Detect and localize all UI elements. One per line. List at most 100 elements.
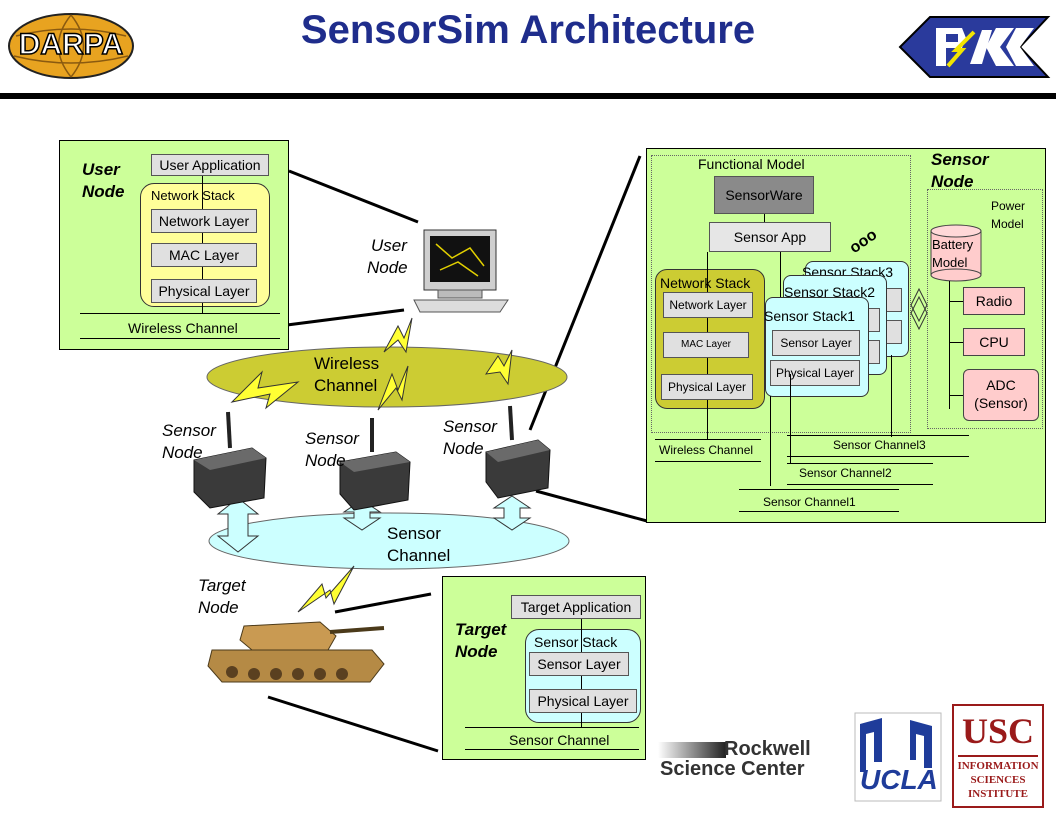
sensor-network-layer-box: Network Layer (663, 292, 753, 318)
functional-model-label: Functional Model (698, 156, 805, 172)
stack-link (707, 318, 708, 332)
ucla-logo-text: UCLA (860, 764, 938, 795)
user-zoom-line-top (288, 169, 419, 224)
sensor-node-label-line1: Sensor (305, 429, 359, 448)
power-bus-line (949, 281, 950, 409)
lightning-bolt-icon (297, 565, 355, 613)
double-arrow-icon (216, 497, 260, 553)
sensor-node-label-line2: Node (443, 439, 484, 458)
battery-label-line2: Model (932, 255, 968, 270)
sensor-stack1-sensor-layer-box: Sensor Layer (772, 330, 860, 356)
computer-icon (413, 229, 509, 313)
sensor-node-label-line2: Node (162, 443, 203, 462)
stack-link (202, 233, 203, 243)
stack-link (707, 252, 708, 292)
darpa-globe-icon (8, 13, 134, 79)
wireless-channel-label-line2: Channel (314, 376, 378, 395)
rockwell-logo-bar (658, 742, 726, 758)
target-zoom-line-top (334, 592, 432, 614)
user-network-layer-box: Network Layer (151, 209, 257, 233)
sensor-channel2-link (790, 374, 791, 464)
double-arrow-icon (492, 495, 532, 531)
sensor-channel3-line (787, 456, 969, 457)
user-channel-line (80, 338, 280, 339)
power-bus-link (949, 395, 963, 396)
sensor-device-icon (193, 411, 267, 509)
power-model-region (927, 189, 1043, 429)
sensor-stack1-label: Sensor Stack1 (764, 308, 856, 324)
sensor-node-title-line1: Sensor (931, 150, 989, 169)
sensor-zoom-line-bottom (535, 489, 648, 523)
target-zoom-line-bottom (267, 695, 439, 753)
sensor-node-title-line2: Node (931, 172, 974, 191)
wireless-channel-line (655, 461, 761, 462)
user-wireless-channel-label: Wireless Channel (128, 320, 238, 336)
darpa-logo-text: DARPA (18, 27, 124, 62)
stack-link (707, 358, 708, 374)
sensor-channel3-link (891, 355, 892, 437)
sensor-node-label-line1: Sensor (443, 417, 497, 436)
sensor-channel-label-line1: Sensor (387, 524, 441, 543)
usc-logo-subtext-line1: INFORMATION (957, 760, 1039, 772)
sensor-device-icon (485, 405, 551, 499)
user-mac-layer-box: MAC Layer (151, 243, 257, 267)
target-node-title-line1: Target (455, 620, 507, 639)
usc-logo-subtext-line3: INSTITUTE (968, 788, 1028, 800)
usc-logo-subtext-line2: SCIENCES (970, 774, 1026, 786)
sensor-channel-ellipse (208, 512, 570, 570)
sensor-channel1-line (739, 511, 899, 512)
sensor-stack1: Sensor Stack1 Sensor Layer Physical Laye… (764, 297, 869, 397)
user-channel-line (80, 313, 280, 314)
sensor-channel2-label: Sensor Channel2 (799, 466, 892, 480)
target-sensor-channel-label: Sensor Channel (509, 732, 610, 748)
radio-box: Radio (963, 287, 1025, 315)
sensor-physical-layer-box: Physical Layer (661, 374, 753, 400)
adc-label-line1: ADC (986, 377, 1016, 393)
functional-model-region (651, 155, 911, 433)
stack-link (780, 252, 781, 297)
sensor-stack1-physical-layer-box: Physical Layer (770, 360, 860, 386)
sensor-node-label-line1: Sensor (162, 421, 216, 440)
stack-link (707, 400, 708, 440)
target-node-title-line2: Node (455, 642, 498, 661)
lightning-bolt-icon (377, 365, 409, 411)
usc-logo-text: USC (961, 711, 1035, 751)
page-title: SensorSim Architecture (300, 8, 756, 52)
wireless-channel-label-line1: Wireless (314, 354, 380, 373)
user-node-title-line2: Node (82, 182, 125, 201)
sensor-app-box: Sensor App (709, 222, 831, 252)
adc-sensor-box: ADC (Sensor) (963, 369, 1039, 421)
sensor-channel1-label: Sensor Channel1 (763, 495, 856, 509)
power-bus-link (949, 301, 963, 302)
darpa-logo: DARPA (6, 12, 136, 80)
rockwell-logo-subtext: Science Center (660, 758, 805, 780)
pacc-logo (896, 14, 1052, 80)
sensor-channel2-line (787, 484, 933, 485)
sensor-channel1-link (770, 396, 771, 486)
stack-link (581, 619, 582, 652)
adc-label-line2: (Sensor) (974, 395, 1028, 411)
stack-link (202, 176, 203, 209)
rockwell-logo: Rockwell Science Center (658, 738, 840, 782)
user-node-title-line1: User (82, 160, 120, 179)
user-node-label-line2: Node (367, 258, 408, 277)
sensor-mac-layer-box: MAC Layer (663, 332, 749, 358)
target-channel-line (465, 727, 639, 728)
sensor-channel-label-line2: Channel (387, 546, 451, 565)
title-divider (0, 93, 1056, 99)
target-application-box: Target Application (511, 595, 641, 619)
sensor-node-panel: Functional Model Sensor Node SensorWare … (646, 148, 1046, 523)
sensor-channel2-line (787, 463, 933, 464)
lightning-bolt-icon (484, 349, 513, 386)
user-zoom-line-bottom (286, 308, 405, 327)
power-bus-link (949, 342, 963, 343)
stack-link (581, 676, 582, 689)
target-physical-layer-box: Physical Layer (529, 689, 637, 713)
target-node-panel: Target Node Target Application Sensor St… (442, 576, 646, 760)
target-channel-line (465, 749, 639, 750)
power-model-label-line1: Power (991, 199, 1026, 213)
lightning-bolt-icon (383, 317, 413, 354)
rockwell-logo-text: Rockwell (724, 738, 811, 760)
battery-label-line1: Battery (932, 237, 974, 252)
